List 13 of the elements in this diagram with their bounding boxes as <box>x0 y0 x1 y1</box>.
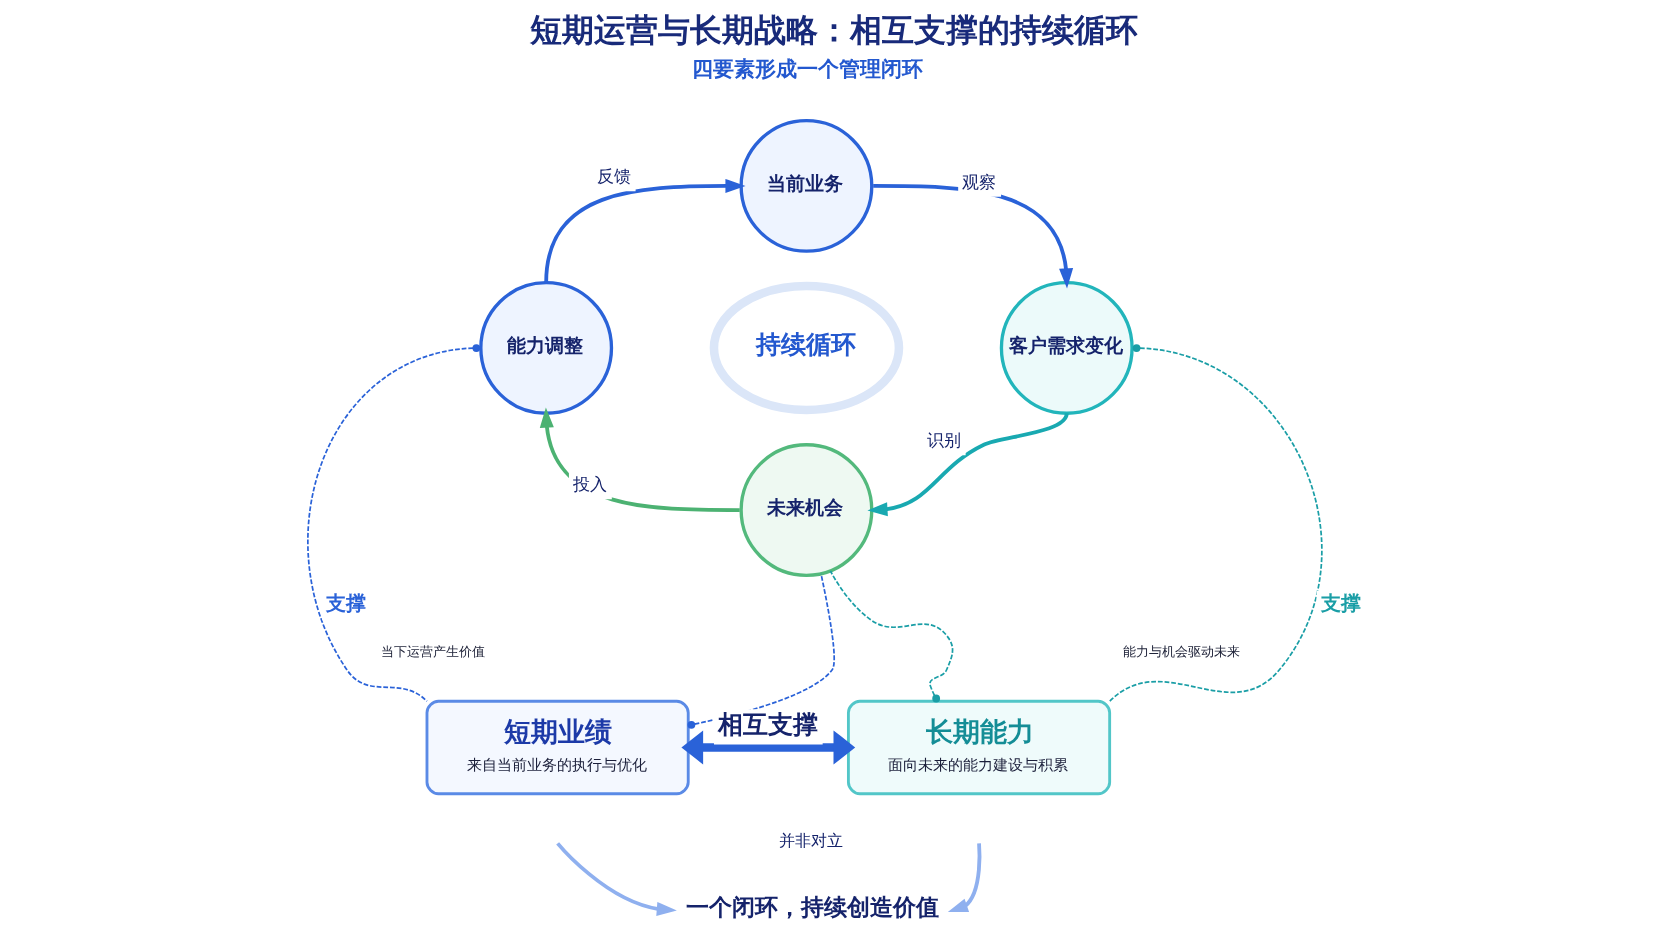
label: 能力与机会驱动未来 <box>1122 644 1240 660</box>
label: 四要素形成一个管理闭环 <box>691 57 923 82</box>
edge-label: 投入 <box>572 474 607 495</box>
label: 并非对立 <box>778 831 843 851</box>
node-text: 一个闭环，持续创造价值 <box>685 894 939 920</box>
diagram-title: 短期运营与长期战略：相互支撑的持续循环 <box>529 10 1138 49</box>
edge-label: 反馈 <box>596 166 631 187</box>
edge-label: 支撑 <box>325 590 366 615</box>
edge-label: 观察 <box>961 171 996 192</box>
edge-label: 支撑 <box>1320 590 1361 615</box>
edge-label: 识别 <box>926 430 961 451</box>
label: 当下运营产生价值 <box>380 644 485 660</box>
edge-label: 相互支撑 <box>717 709 818 739</box>
